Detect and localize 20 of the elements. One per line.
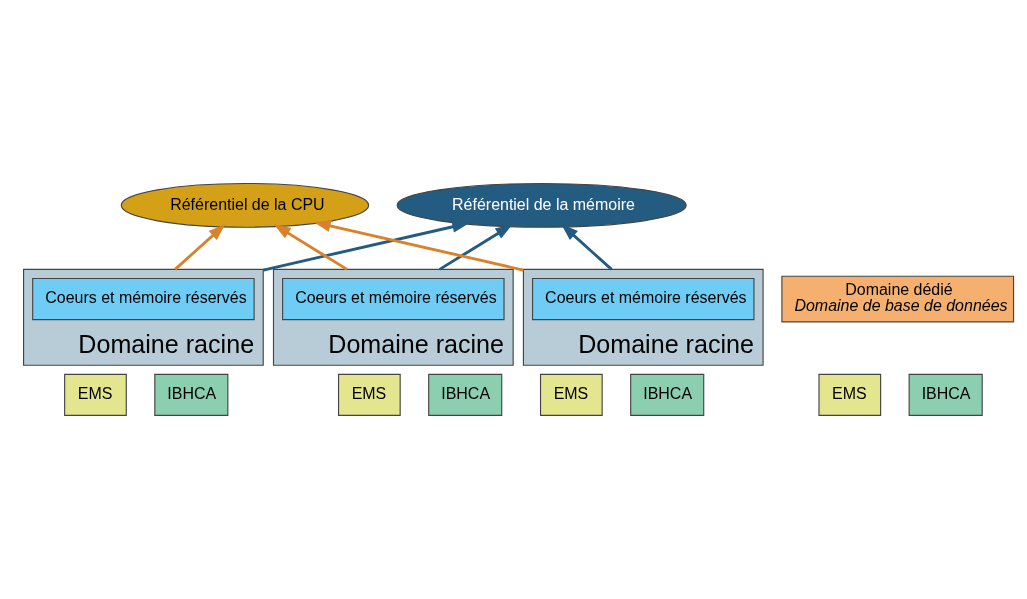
node-box: EMS: [63, 373, 127, 416]
arrow: [312, 220, 524, 272]
node-ellipse: Référentiel de la CPU: [120, 182, 369, 228]
node-box: EMS: [817, 373, 881, 416]
node-box: EMS: [539, 373, 603, 416]
node-box: Coeurs et mémoire réservés: [531, 277, 754, 321]
arrow: [438, 224, 513, 271]
node-box: IBHCA: [629, 373, 704, 416]
arrow: [273, 224, 348, 271]
arrow: [262, 220, 469, 272]
node-box: Coeurs et mémoire réservés: [281, 277, 505, 321]
node-box: IBHCA: [153, 373, 228, 416]
node-box: Domaine dédié Domaine de base de données: [780, 275, 1014, 323]
node-box: IBHCA: [427, 373, 502, 416]
arrow: [173, 224, 225, 271]
node-box: EMS: [337, 373, 401, 416]
node-box: IBHCA: [908, 373, 983, 416]
node-box: Coeurs et mémoire réservés: [31, 277, 255, 321]
node-ellipse: Référentiel de la mémoire: [396, 182, 687, 228]
arrow: [560, 224, 612, 271]
